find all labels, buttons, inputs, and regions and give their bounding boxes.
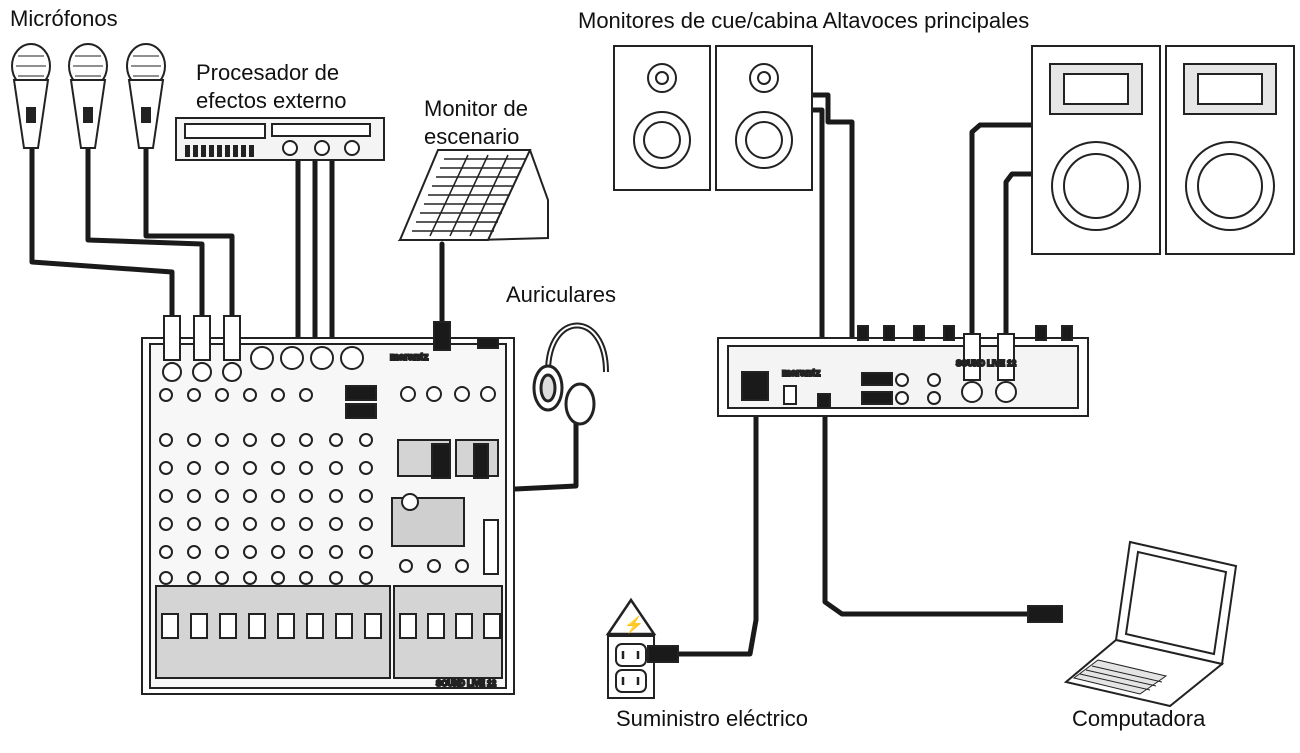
faders (161, 613, 501, 639)
microphone-3 (126, 43, 166, 149)
cue-plugs (861, 372, 893, 405)
mixer-rear-panel: marantz SOUND LIVE 12 (717, 325, 1089, 417)
headphones (532, 322, 609, 426)
laptop (1027, 540, 1238, 708)
mixer: marantz SOUND LIVE 12 (141, 315, 515, 695)
label-stage-monitor-line1: Monitor de (424, 96, 528, 121)
label-microphones: Micrófonos (10, 6, 118, 31)
effects-processor (175, 117, 385, 161)
microphone-1 (11, 43, 51, 149)
usb-plug (1027, 605, 1063, 623)
power-inlet (741, 371, 769, 401)
usb-cable (822, 407, 1033, 617)
main-cable-1 (969, 122, 1035, 339)
mic-cable-1 (29, 145, 175, 321)
lightning-icon: ⚡ (624, 615, 644, 634)
mixer-model: SOUND LIVE 12 (436, 679, 497, 688)
rear-model: SOUND LIVE 12 (956, 359, 1017, 368)
main-xlr-outputs (961, 333, 1017, 403)
power-plug (647, 645, 679, 663)
label-effects-line2: efectos externo (196, 88, 347, 113)
label-speakers-header: Monitores de cue/cabina Altavoces princi… (578, 8, 1030, 33)
label-stage-monitor-line2: escenario (424, 124, 520, 149)
patch-plugs (345, 321, 499, 479)
warning-triangle (605, 597, 657, 636)
cue-monitor-2 (715, 45, 813, 191)
microphone-2 (68, 43, 108, 149)
usb-port (817, 393, 831, 409)
power-cable (673, 397, 759, 657)
rear-knobs (857, 325, 1073, 341)
mixer-inputs (162, 346, 364, 382)
label-effects-line1: Procesador de (196, 60, 340, 85)
cue-output-jacks (895, 373, 941, 405)
label-computer: Computadora (1072, 706, 1206, 731)
main-speaker-1 (1031, 45, 1161, 255)
mixer-brand: marantz (390, 352, 428, 363)
cue-monitor-1 (613, 45, 711, 191)
rear-brand: marantz (782, 368, 820, 379)
knob-grid (159, 388, 469, 585)
mic-cable-2 (85, 145, 205, 321)
monitor-grille (412, 154, 526, 237)
microphones (11, 43, 166, 149)
label-headphones: Auriculares (506, 282, 617, 307)
power-outlet: ⚡ (605, 597, 679, 699)
xlr-plugs (163, 315, 241, 361)
cue-monitors (613, 45, 813, 191)
level-meter (483, 519, 499, 575)
main-speaker-2 (1165, 45, 1295, 255)
mic-cable-3 (143, 145, 235, 321)
label-power-supply: Suministro eléctrico (616, 706, 808, 731)
main-cable-2 (1003, 171, 1035, 339)
power-switch (783, 385, 797, 405)
stage-monitor (397, 149, 549, 241)
main-speakers (1031, 45, 1295, 255)
